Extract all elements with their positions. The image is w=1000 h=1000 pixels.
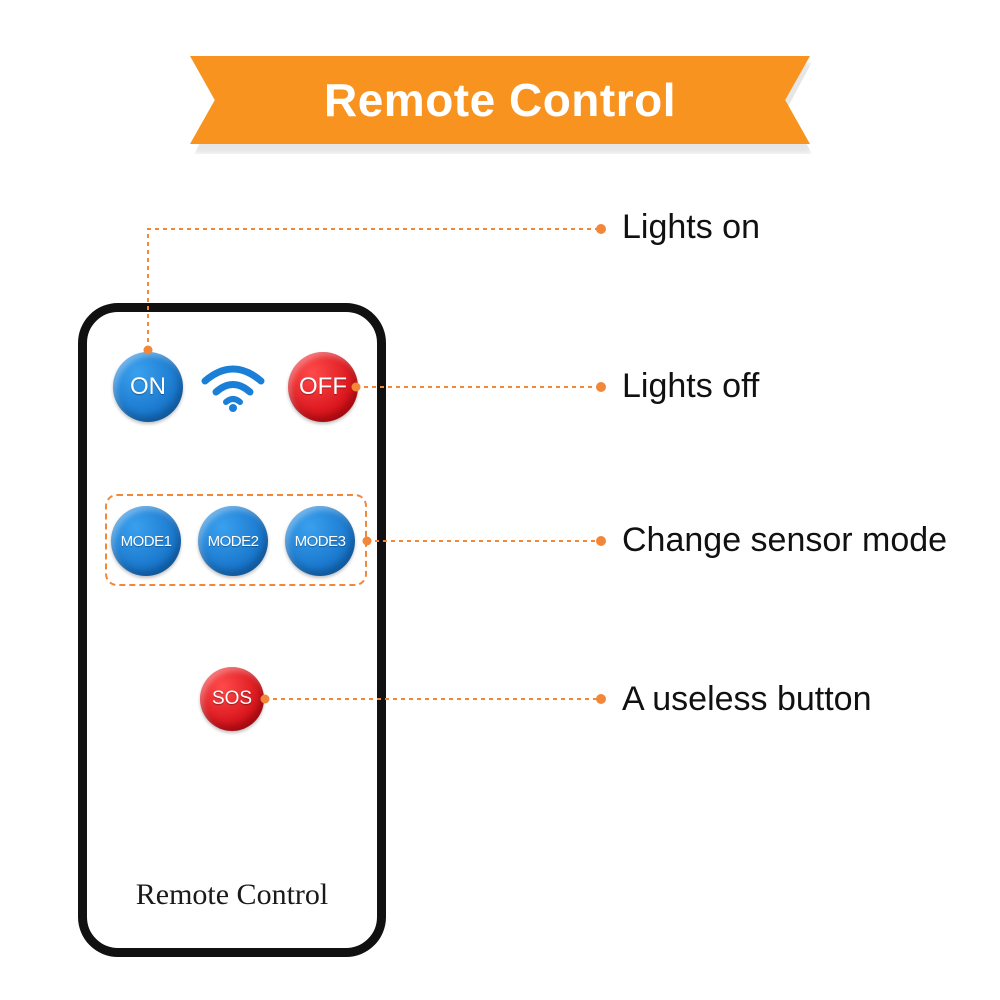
change-mode-dot-end: [596, 536, 606, 546]
remote-brand-text: Remote Control: [135, 878, 329, 911]
lights-off-label: Lights off: [622, 367, 760, 405]
mode3-button-label: MODE3: [294, 532, 346, 550]
wifi-icon: [201, 365, 265, 412]
useless-button-label: A useless button: [622, 680, 872, 718]
mode1-button-label: MODE1: [120, 532, 172, 550]
sos-dot-end: [596, 694, 606, 704]
mode2-button-label: MODE2: [207, 532, 259, 550]
sos-button[interactable]: SOS: [200, 667, 264, 731]
on-button-label: ON: [130, 373, 166, 400]
mode2-button[interactable]: MODE2: [198, 506, 268, 576]
change-mode-label: Change sensor mode: [622, 521, 948, 559]
off-button[interactable]: OFF: [288, 352, 358, 422]
lights-on-dot-end: [596, 224, 606, 234]
banner-title: Remote Control: [324, 74, 676, 126]
off-button-label: OFF: [299, 373, 347, 400]
sos-button-label: SOS: [211, 688, 253, 709]
title-banner: Remote Control: [190, 56, 810, 144]
on-button[interactable]: ON: [113, 352, 183, 422]
mode3-button[interactable]: MODE3: [285, 506, 355, 576]
lights-on-label: Lights on: [622, 208, 760, 246]
mode1-button[interactable]: MODE1: [111, 506, 181, 576]
lights-off-dot-end: [596, 382, 606, 392]
